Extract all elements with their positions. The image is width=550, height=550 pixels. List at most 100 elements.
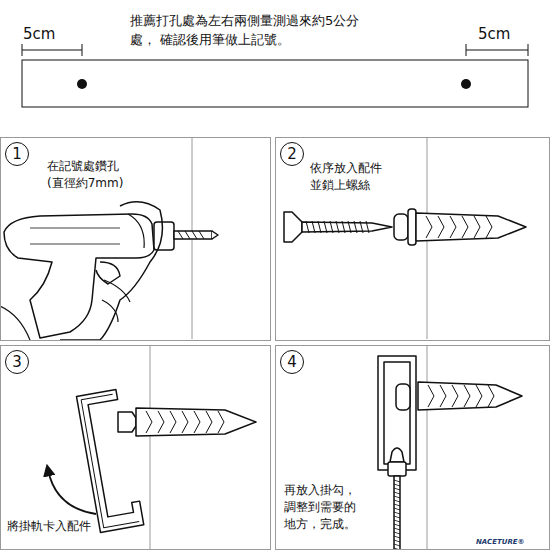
instruction-heading: 推薦打孔處為左右兩側量測過來約5公分處， 確認後用筆做上記號。 [130, 12, 384, 50]
thread-stroke [440, 385, 446, 396]
thread-stroke [488, 396, 494, 407]
thread-stroke [218, 422, 224, 433]
instruction-text: 在記號處鑽孔 (直徑約7mm) [47, 158, 126, 192]
thread-stroke [474, 216, 480, 227]
thread-stroke [206, 411, 212, 422]
thread-stroke [146, 411, 152, 422]
instruction-text: 依序放入配件 並鎖上螺絲 [310, 160, 389, 194]
drill-bit [174, 231, 212, 239]
motion-arrow [48, 470, 96, 514]
thread-stroke [486, 216, 492, 227]
step-panel: 將掛軌卡入配件 3 [0, 345, 271, 550]
step-panel: 再放入掛勾， 調整到需要的 地方，完成。4 [275, 345, 550, 550]
thread-stroke [428, 396, 434, 407]
step-number: 1 [5, 142, 29, 166]
thread-stroke [170, 422, 176, 433]
rail-profile [76, 389, 143, 533]
anchor-fins [426, 216, 492, 238]
thread-stroke [394, 484, 400, 486]
thread-stroke [394, 512, 400, 514]
drill [0, 202, 218, 340]
thread-stroke [394, 496, 400, 498]
step-number-text: 4 [287, 355, 297, 370]
thread-stroke [474, 227, 480, 238]
thread-stroke [318, 221, 321, 233]
trigger [96, 262, 120, 284]
thread-stroke [462, 216, 468, 227]
wall-edge [150, 346, 151, 549]
step-number: 2 [280, 142, 304, 166]
thread-stroke [218, 411, 224, 422]
thread-stroke [394, 520, 400, 522]
thread-stroke [182, 411, 188, 422]
thread-stroke [394, 480, 400, 482]
anchor-fins [146, 411, 224, 433]
thread-stroke [336, 221, 339, 233]
dimension-line [22, 44, 82, 56]
thread-stroke [464, 396, 470, 407]
hook-top [390, 448, 404, 462]
step-number-text: 1 [12, 147, 22, 162]
screw-head [284, 212, 302, 242]
thread-stroke [306, 221, 309, 233]
drill-chuck [154, 222, 174, 250]
thread-stroke [426, 227, 432, 238]
wall-anchor [416, 213, 526, 241]
thread-stroke [438, 227, 444, 238]
curtain-rail [76, 389, 143, 533]
thread-stroke [348, 221, 351, 233]
hook-assembly [378, 356, 522, 550]
thread-stroke [486, 227, 492, 238]
rail-inner [81, 393, 139, 527]
thread-stroke [394, 540, 400, 542]
drill-detail [30, 228, 120, 244]
thread-stroke [438, 216, 444, 227]
drill-bit-flutes [178, 231, 204, 239]
thread-stroke [360, 221, 363, 233]
step-panel: 依序放入配件 並鎖上螺絲2 [275, 137, 550, 341]
thread-stroke [394, 524, 400, 526]
dimension-label: 5cm [23, 24, 55, 46]
wall-edges [150, 138, 427, 549]
thread-stroke [324, 221, 327, 233]
thread-stroke [450, 216, 456, 227]
thread-stroke [354, 221, 357, 233]
thread-stroke [462, 227, 468, 238]
step-number: 4 [280, 350, 304, 374]
thread-stroke [452, 385, 458, 396]
washer-rim [408, 209, 416, 245]
mark-dot [77, 79, 87, 89]
thread-stroke [146, 422, 152, 433]
thread-stroke [194, 422, 200, 433]
washer [394, 214, 408, 240]
curtain-rail [378, 356, 416, 470]
thread-stroke [394, 500, 400, 502]
thread-stroke [394, 528, 400, 530]
thread-stroke [488, 385, 494, 396]
thread-stroke [170, 411, 176, 422]
thread-stroke [394, 516, 400, 518]
step-number: 3 [5, 350, 29, 374]
thread-stroke [428, 385, 434, 396]
thread-stroke [394, 504, 400, 506]
thread-stroke [312, 221, 315, 233]
wall-anchor [136, 408, 256, 436]
thread-stroke [394, 492, 400, 494]
hook-rod [394, 476, 400, 550]
thread-stroke [342, 221, 345, 233]
marking-strip [22, 44, 528, 107]
thread-stroke [476, 385, 482, 396]
thread-stroke [330, 221, 333, 233]
watermark: NACETURE® [476, 537, 525, 547]
drill-body [4, 214, 154, 338]
dimension-label: 5cm [478, 24, 510, 46]
step-number-text: 3 [12, 355, 22, 370]
screw-thread [306, 221, 369, 233]
hook-block [388, 462, 406, 476]
thread-stroke [394, 532, 400, 534]
thread-stroke [450, 227, 456, 238]
hand-fingers [0, 214, 144, 340]
wall-anchor [418, 382, 522, 410]
instruction-text: 將掛軌卡入配件 [7, 518, 103, 535]
